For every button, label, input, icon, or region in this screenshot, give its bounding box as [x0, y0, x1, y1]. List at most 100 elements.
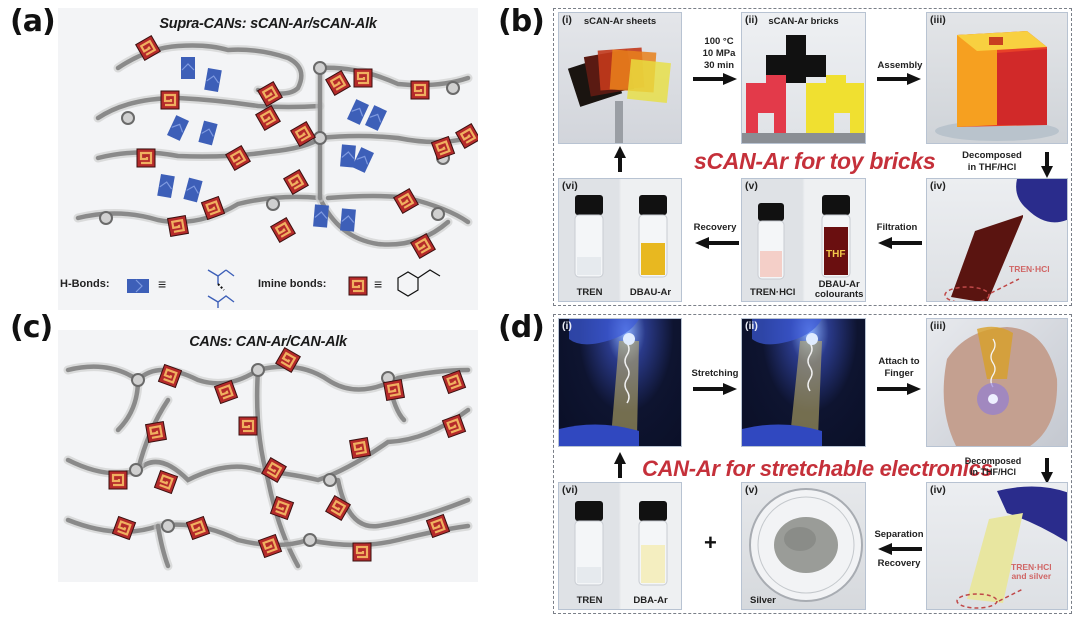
crosslink-node: [303, 533, 317, 547]
vials-illustration: [574, 195, 668, 278]
schematic-cans: CANs: CAN-Ar/CAN-Alk: [58, 330, 478, 582]
imine-bond-icon: [290, 121, 316, 147]
schematic-title-c: CANs: CAN-Ar/CAN-Alk: [189, 334, 347, 350]
photo-d-vi-recovered-monomers: (vi) TREN DBA-Ar: [558, 482, 682, 610]
h-bond-icon: [127, 279, 149, 293]
polymer-chain: [95, 95, 323, 121]
photo-b-v-filtration-products: (v) THF TREN·HCl DBAU-Ar colourants: [741, 178, 866, 302]
imine-bond-icon: [157, 363, 183, 389]
tilted-vial-illustration: [944, 179, 1067, 301]
step-conditions: 100 °C 10 MPa 30 min: [688, 36, 750, 72]
h-bond-icon: [352, 147, 374, 173]
photo-b-iii-assembled-cube: (iii): [926, 12, 1068, 144]
panel-letter-c: (c): [10, 310, 53, 345]
step-decomposed-line1: Decomposed: [962, 150, 1022, 161]
polymer-chain: [115, 43, 304, 96]
vials-illustration: [757, 195, 851, 280]
h-bond-dashed-line: [217, 283, 225, 291]
label-d-iv: (iv): [930, 484, 946, 496]
polymer-chain: [75, 194, 323, 225]
crosslink-node: [313, 61, 327, 75]
imine-bond-icon: [255, 105, 281, 131]
photo-d-iv-decomposed-solution: (iv) TREN·HCl and silver: [926, 482, 1068, 610]
crosslink-node: [251, 363, 265, 377]
legend-imine-label: Imine bonds:: [258, 278, 327, 290]
crosslink-node: [446, 81, 460, 95]
photo-d-iii-on-finger: (iii): [926, 318, 1068, 447]
imine-bond-icon: [275, 347, 301, 373]
crosslink-node: [266, 197, 280, 211]
arrow-down-icon: [1041, 458, 1053, 484]
step-decomposed-line2: in THF/HCl: [967, 162, 1017, 173]
arrow-right-icon: [693, 73, 737, 85]
polymer-chain: [95, 135, 323, 161]
step-attach-finger: Attach to Finger: [870, 356, 928, 380]
vial-label-thf: THF: [826, 249, 846, 260]
flow-title-stretchable-electronics: CAN-Ar for stretchable electronics: [642, 456, 993, 481]
imine-bond-icon: [200, 195, 226, 221]
polymer-chain: [317, 195, 451, 247]
arrow-right-icon: [693, 383, 737, 395]
step-separation: Separation: [874, 529, 924, 540]
step-decomposed-line2: in THF/HCl: [970, 467, 1016, 477]
schematic-title-a: Supra-CANs: sCAN-Ar/sCAN-Alk: [159, 16, 377, 32]
h-bond-icon: [157, 173, 175, 199]
imine-bond-icon: [257, 81, 283, 107]
step-filtration: Filtration: [876, 222, 918, 233]
step-decomposed-line1: Decomposed: [964, 456, 1022, 466]
title-sheets: sCAN-Ar sheets: [583, 16, 657, 27]
caption-dba-ar: DBA-Ar: [633, 595, 668, 606]
step-stretching: Stretching: [691, 368, 739, 379]
step-decomposed-d: Decomposed in THF/HCl: [950, 456, 1036, 478]
sheets-illustration: [567, 47, 671, 143]
photo-b-vi-recovered-monomers: (vi) TREN DBAU-Ar: [558, 178, 682, 302]
imine-bond-icon: [269, 495, 295, 521]
h-bond-icon: [313, 204, 329, 228]
crosslink-node: [121, 111, 135, 125]
condition-time: 30 min: [703, 60, 735, 71]
imine-bond-icon: [270, 217, 296, 243]
h-bond-icon: [365, 105, 387, 131]
imine-bond-icon: [441, 369, 467, 395]
arrow-up-icon: [614, 146, 626, 172]
caption-tren-hcl: TREN·HCl: [750, 287, 796, 298]
arrow-left-icon: [695, 237, 739, 249]
imine-bond-icon: [393, 188, 419, 214]
crosslink-node: [313, 131, 327, 145]
h-bond-icon: [204, 67, 222, 93]
legend-imine-equiv: ≡: [374, 276, 383, 292]
imine-bond-icon: [257, 533, 283, 559]
imine-bond-icon: [261, 457, 287, 483]
imine-bond-icon: [352, 542, 372, 562]
imine-bond-icon: [111, 515, 137, 541]
annotation-tren-hcl-silver: TREN·HCl and silver: [1011, 563, 1052, 581]
polymer-chain: [317, 65, 471, 88]
label-b-v: (v): [745, 180, 758, 192]
schematic-supra-cans: Supra-CANs: sCAN-Ar/sCAN-Alk H-Bonds: Im…: [58, 8, 478, 310]
imine-bond-icon: [353, 68, 373, 88]
caption-dbau-ar: DBAU-Ar: [629, 287, 672, 298]
crosslink-node: [161, 519, 175, 533]
imine-structure-icon: [397, 269, 441, 297]
condition-pressure: 10 MPa: [702, 48, 736, 59]
crosslink-node: [99, 211, 113, 225]
step-assembly: Assembly: [877, 60, 923, 71]
imine-bond-icon: [135, 35, 161, 61]
annotation-line1: TREN·HCl: [1011, 562, 1052, 572]
arrow-up-icon: [614, 452, 626, 478]
condition-temperature: 100 °C: [704, 36, 734, 47]
legend-hbond-label: H-Bonds:: [60, 278, 110, 290]
label-d-iii: (iii): [930, 320, 946, 332]
imine-bond-icon: [283, 169, 309, 195]
network-diagram-a: [73, 35, 478, 308]
annotation-tren-hcl-b: TREN·HCl: [1009, 264, 1050, 274]
imine-bond-icon: [425, 513, 451, 539]
imine-bond-icon: [455, 123, 478, 149]
tilted-vial-illustration: [956, 486, 1067, 609]
photo-d-i-device: (i): [558, 318, 682, 447]
imine-bond-icon: [430, 135, 456, 161]
step-recovery-d: Recovery: [877, 558, 921, 569]
imine-bond-icon: [136, 148, 156, 168]
panel-letter-d: (d): [498, 310, 545, 345]
annotation-line2: and silver: [1011, 571, 1052, 581]
